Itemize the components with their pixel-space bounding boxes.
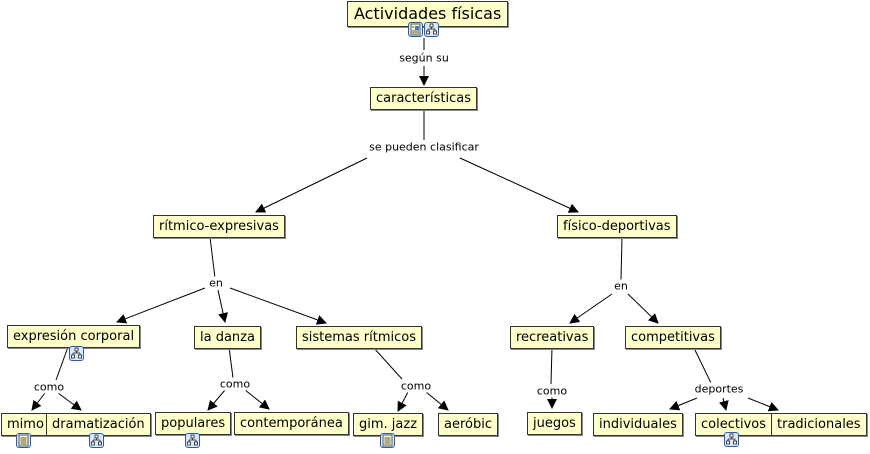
concept-node-caracteristicas[interactable]: características [370,87,477,110]
link-label-en[interactable]: en [612,279,630,293]
link-label-deportes[interactable]: deportes [692,382,746,396]
image-document-icon[interactable] [408,22,423,37]
edge-line [550,346,553,385]
edge-arrow [569,293,613,324]
edge-arrow [627,293,659,324]
edge-arrow [207,389,226,411]
concept-map-icon[interactable] [185,433,200,448]
edge-line [372,346,403,380]
edge-arrow [116,287,206,324]
concept-map-icon[interactable] [424,22,439,37]
link-label-segun-su[interactable]: según su [397,51,451,65]
edge-line [55,346,69,381]
edge-arrow [31,392,46,411]
link-label-como[interactable]: como [534,384,570,398]
link-label-se-pueden-clasificar[interactable]: se pueden clasificar [367,140,481,154]
concept-node-juegos[interactable]: juegos [527,412,582,435]
concept-node-individuales[interactable]: individuales [593,413,683,436]
edge-arrow [747,397,779,412]
edge-arrow [217,289,228,323]
edge-arrow [669,397,698,411]
edge-arrow [397,391,409,412]
link-label-como[interactable]: como [398,379,434,393]
concept-node-la-danza[interactable]: la danza [194,326,261,349]
edge-arrow [459,157,579,213]
concept-node-mimo[interactable]: mimo [1,413,50,436]
edge-arrow [718,397,729,411]
link-label-como[interactable]: como [31,380,67,394]
concept-node-competitivas[interactable]: competitivas [625,326,721,349]
concept-map-icon[interactable] [69,346,84,361]
concept-map-icon[interactable] [89,433,104,448]
concept-node-dramatizacion[interactable]: dramatización [46,413,151,436]
edge-arrow [255,157,368,213]
edge-line [693,347,712,384]
concept-node-fisico-deportivas[interactable]: físico-deportivas [557,215,677,238]
concept-node-sistemas-ritmicos[interactable]: sistemas rítmicos [296,326,422,349]
link-label-como[interactable]: como [217,377,253,391]
edge-arrow [425,391,449,411]
concept-node-expresion-corporal[interactable]: expresión corporal [7,325,141,348]
edge-line [209,236,216,279]
concept-node-contemporanea[interactable]: contemporánea [234,412,349,435]
edge-arrow [57,392,82,411]
link-label-en[interactable]: en [207,276,225,290]
concept-node-populares[interactable]: populares [155,412,232,435]
concept-node-tradicionales[interactable]: tradicionales [771,413,867,436]
concept-node-aerobic[interactable]: aeróbic [438,413,498,436]
text-document-icon[interactable] [380,433,395,448]
concept-node-recreativas[interactable]: recreativas [510,326,595,349]
edge-arrow [229,287,327,325]
concept-map-icon[interactable] [724,432,739,447]
concept-node-ritmico-expresivas[interactable]: rítmico-expresivas [153,215,285,238]
text-document-icon[interactable] [16,433,31,448]
edge-arrow [244,389,270,410]
edge-line [228,346,234,379]
edge-line [620,236,623,281]
